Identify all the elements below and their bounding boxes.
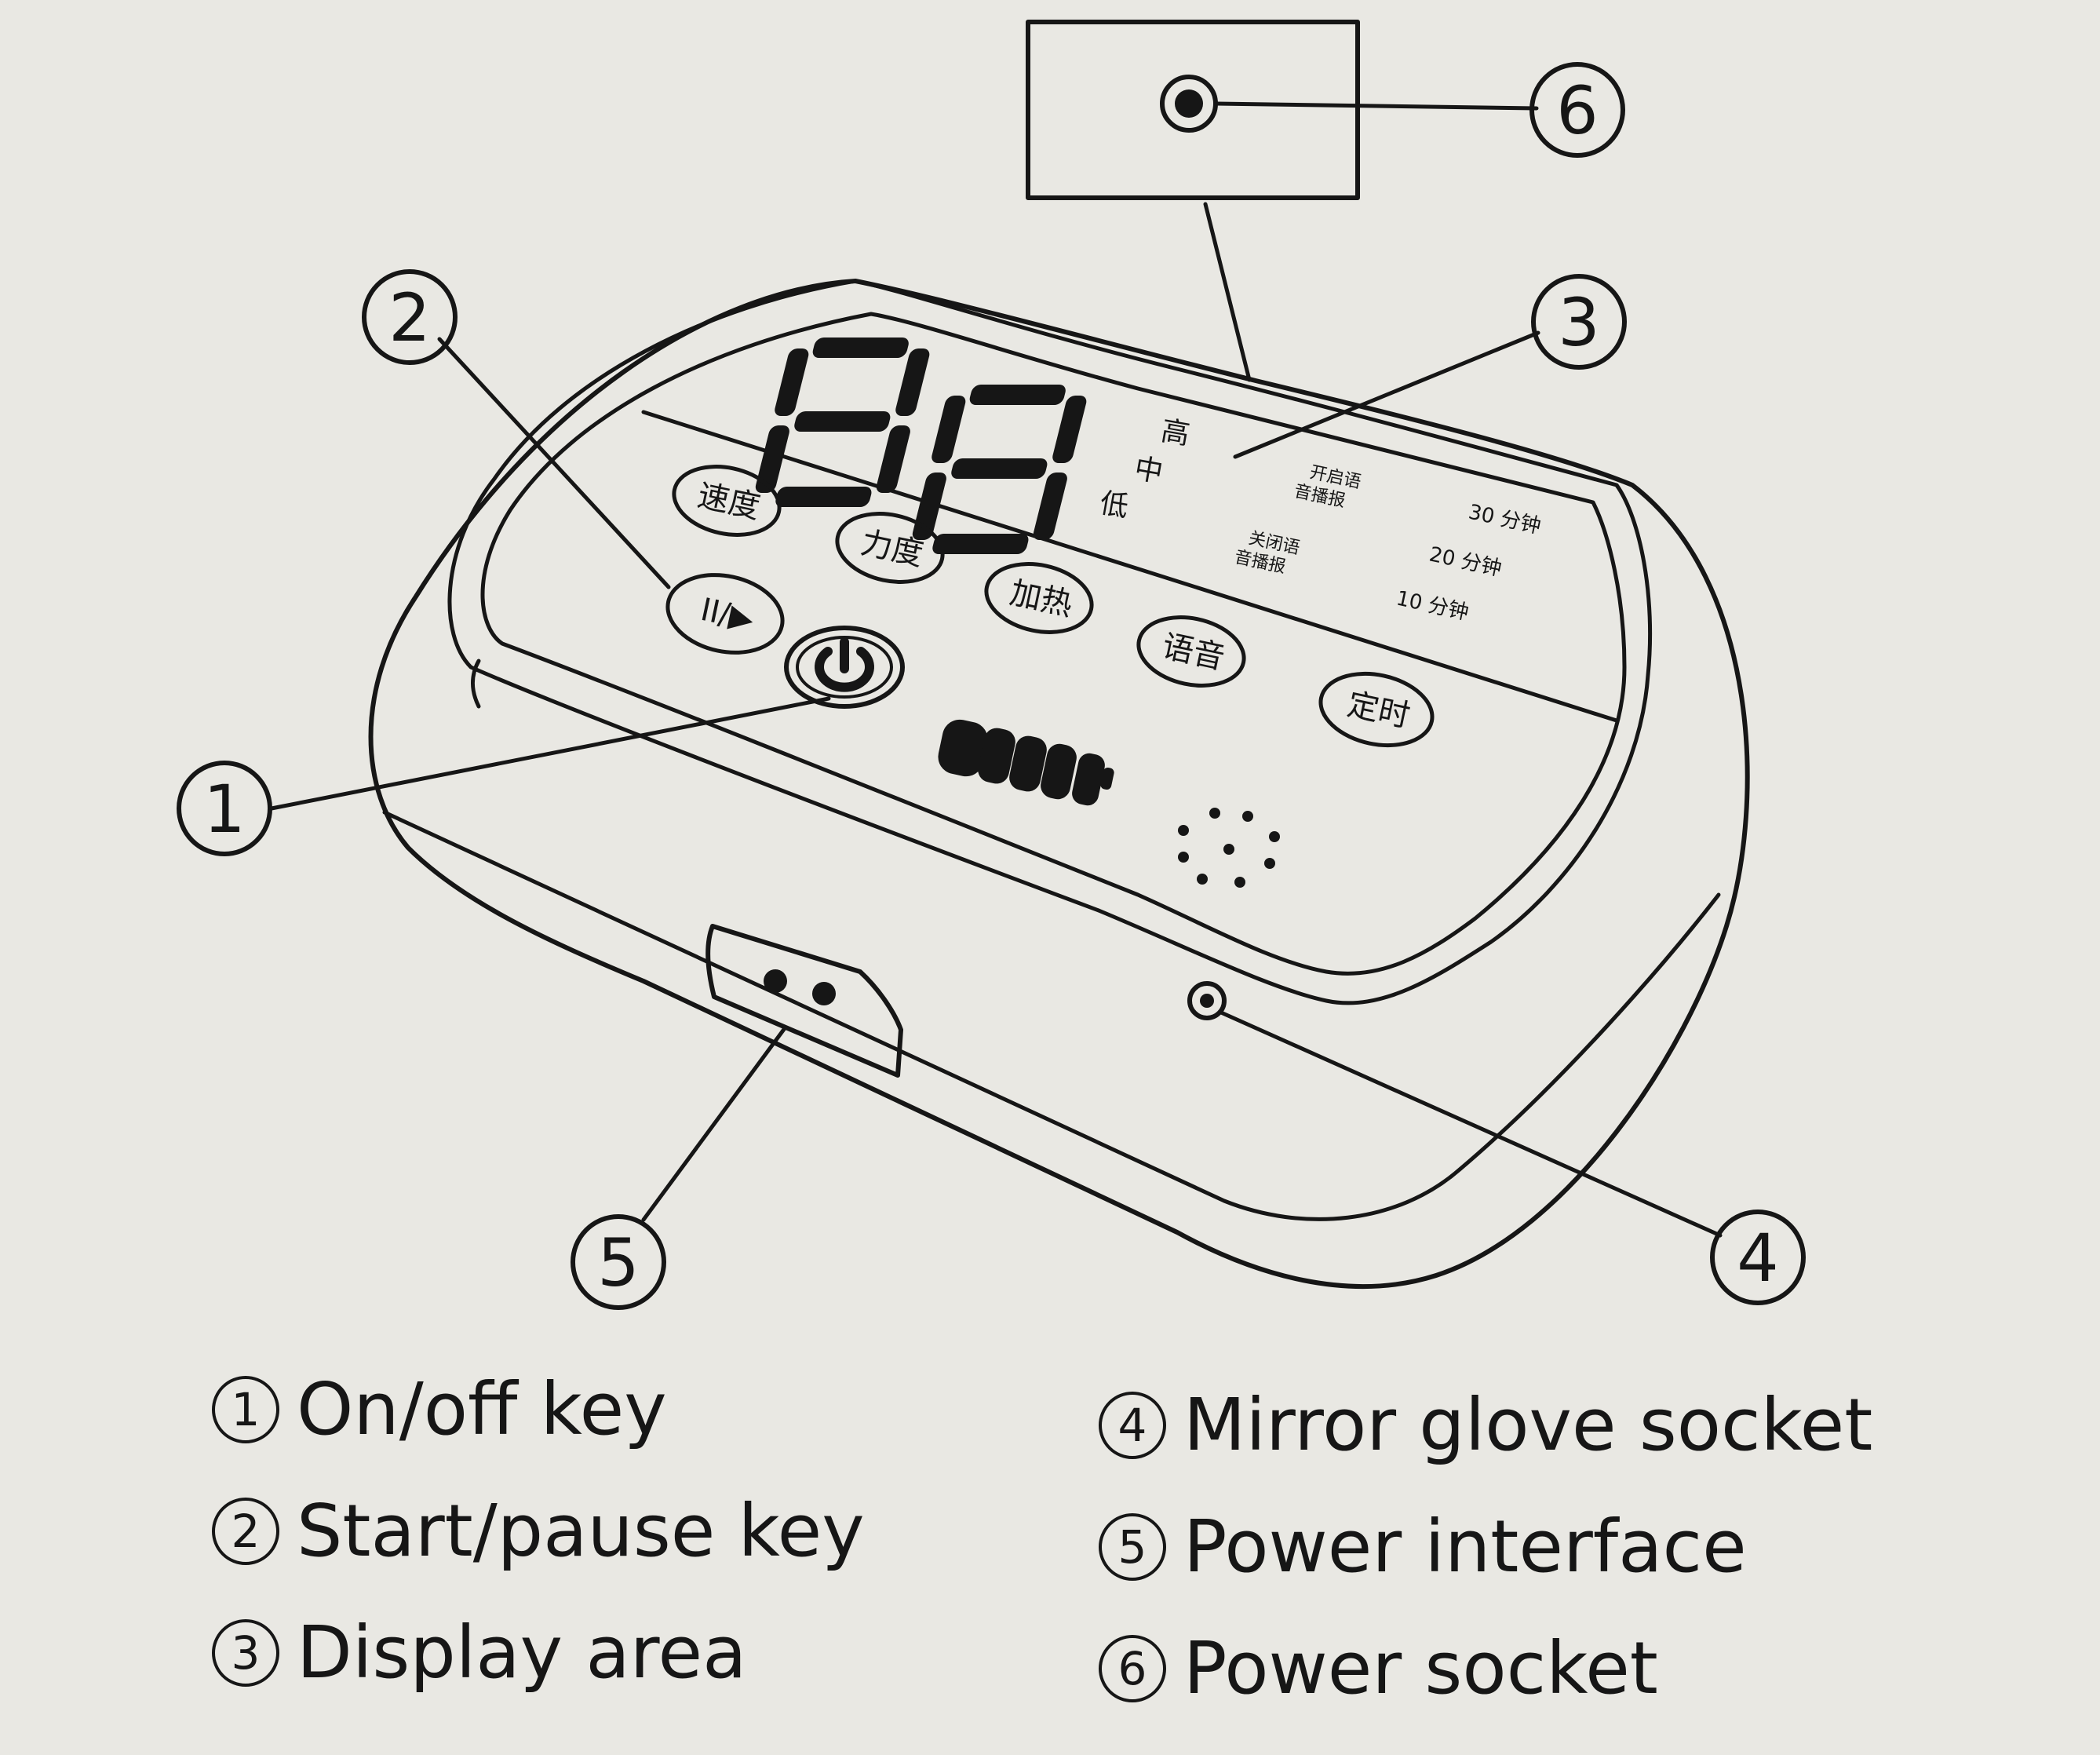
legend-item-1-number: 1 xyxy=(212,1375,279,1443)
speed-button-label: 速度 xyxy=(695,477,764,526)
legend-item-2-number: 2 xyxy=(212,1497,279,1565)
battery-indicator xyxy=(938,719,1114,806)
power-socket[interactable] xyxy=(1160,75,1218,133)
callout-2: 2 xyxy=(362,269,458,365)
speaker-grille xyxy=(1178,808,1280,888)
device-outer-body xyxy=(368,279,1750,1289)
play-pause-button-label: II/▶ xyxy=(698,592,757,638)
panel-inner-outline xyxy=(480,312,1627,976)
legend-item-5-number: 5 xyxy=(1099,1512,1166,1581)
power-socket-inset-box xyxy=(1026,20,1360,200)
leader-line-4 xyxy=(1219,1010,1723,1238)
leader-line-5 xyxy=(641,1026,787,1222)
legend-item-3-number: 3 xyxy=(212,1618,279,1687)
timer-20: 20 分钟 xyxy=(1427,543,1504,582)
legend-item-2-label: Start/pause key xyxy=(297,1489,865,1573)
callout-5-number: 5 xyxy=(597,1224,639,1301)
legend-item-1-label: On/off key xyxy=(297,1367,667,1451)
panel-bottom-divider xyxy=(471,659,481,709)
level-low: 低 xyxy=(1097,487,1131,524)
legend-item-6-number: 6 xyxy=(1099,1634,1166,1702)
callout-1: 1 xyxy=(177,761,272,856)
legend-item-4-number: 4 xyxy=(1099,1391,1166,1459)
callout-6: 6 xyxy=(1529,62,1625,158)
power-icon xyxy=(815,647,874,692)
power-interface[interactable] xyxy=(705,924,903,1078)
panel-top-divider xyxy=(641,410,1619,723)
callout-3: 3 xyxy=(1531,274,1627,370)
timer-10: 10 分钟 xyxy=(1395,587,1471,626)
callout-6-number: 6 xyxy=(1556,72,1598,149)
panel-outer-outline xyxy=(447,279,1653,1005)
timer-labels: 30 分钟 20 分钟 10 分钟 xyxy=(1395,501,1544,626)
level-labels: 高 中 低 xyxy=(1097,414,1192,524)
heat-button-label: 加热 xyxy=(1007,575,1076,623)
leader-line-3 xyxy=(1233,330,1540,459)
voice-labels: 开启语 音播报 关闭语 音播报 xyxy=(1233,462,1363,577)
callout-1-number: 1 xyxy=(203,771,245,848)
callout-2-number: 2 xyxy=(388,279,430,356)
callout-4-number: 4 xyxy=(1737,1220,1778,1297)
timer-30: 30 分钟 xyxy=(1467,501,1544,539)
seven-segment-digits xyxy=(755,338,1087,554)
voice-button-label: 语音 xyxy=(1159,628,1228,677)
inset-connector-line xyxy=(1203,202,1252,382)
legend-item-3-label: Display area xyxy=(297,1611,747,1695)
level-medium: 中 xyxy=(1132,452,1165,489)
leader-line-6 xyxy=(1213,101,1539,111)
callout-3-number: 3 xyxy=(1558,284,1599,361)
voice-button[interactable]: 语音 xyxy=(1132,608,1250,695)
leader-line-2 xyxy=(437,337,671,589)
callout-5: 5 xyxy=(571,1214,666,1310)
play-pause-button[interactable]: II/▶ xyxy=(661,565,790,663)
timer-button[interactable]: 定时 xyxy=(1314,664,1438,755)
digit-1 xyxy=(755,338,930,507)
body-side-line xyxy=(382,810,1721,1221)
callout-4: 4 xyxy=(1710,1210,1806,1305)
legend-item-6-label: Power socket xyxy=(1183,1626,1658,1710)
digit-2 xyxy=(912,385,1087,554)
legend-item-5-label: Power interface xyxy=(1183,1505,1747,1589)
power-button[interactable] xyxy=(784,626,905,709)
mirror-glove-socket[interactable] xyxy=(1187,981,1227,1020)
leader-line-1 xyxy=(269,696,831,811)
level-high: 高 xyxy=(1158,414,1192,451)
timer-button-label: 定时 xyxy=(1344,686,1413,735)
heat-button[interactable]: 加热 xyxy=(980,555,1098,641)
legend-item-4-label: Mirror glove socket xyxy=(1183,1383,1873,1467)
